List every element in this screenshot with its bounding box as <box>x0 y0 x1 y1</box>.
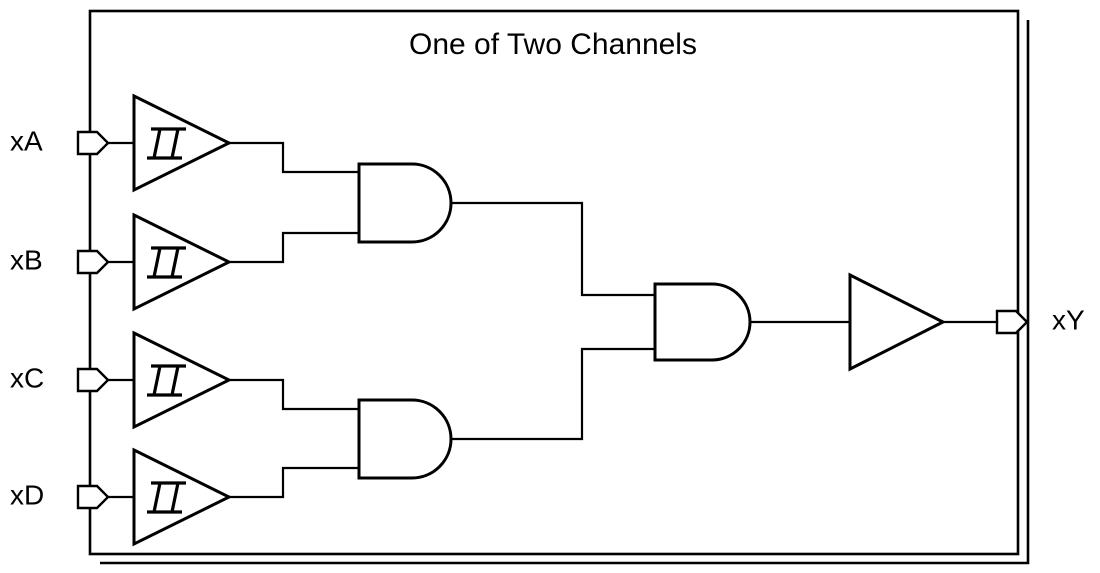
wire-bufd-to-andcd <box>227 466 361 499</box>
input-pin-xc[interactable] <box>76 367 110 393</box>
output-buffer[interactable] <box>848 272 947 372</box>
pin-pentagon-icon <box>76 484 110 510</box>
hysteresis-icon <box>147 246 186 279</box>
wire-bufa-to-andab <box>227 141 361 174</box>
package-outline-group <box>88 9 1030 565</box>
output-pin-xy[interactable] <box>995 309 1029 335</box>
wire-bufc-to-andcd <box>227 378 361 411</box>
and-gate-icon <box>357 162 453 244</box>
buffer-triangle-icon <box>132 447 233 547</box>
input-label-xb: xB <box>10 244 43 275</box>
pin-pentagon-icon <box>995 309 1029 335</box>
package-outline-rect <box>88 9 1020 556</box>
pin-pentagon-icon <box>76 130 110 156</box>
wire-bufb-to-andab <box>227 231 361 264</box>
hysteresis-icon <box>147 481 186 514</box>
and-gate-icon <box>357 398 453 480</box>
hysteresis-icon <box>147 364 186 397</box>
input-label-xa: xA <box>10 125 43 156</box>
input-pin-xd[interactable] <box>76 484 110 510</box>
pin-pentagon-icon <box>76 367 110 393</box>
and-gate-cd[interactable] <box>357 398 453 480</box>
schmitt-buffer-a[interactable] <box>132 93 233 193</box>
schmitt-buffer-c[interactable] <box>132 330 233 430</box>
and-gate-icon <box>653 282 752 362</box>
input-label-xd: xD <box>10 479 44 510</box>
input-pin-xa[interactable] <box>76 130 110 156</box>
and-gate-ab[interactable] <box>357 162 453 244</box>
and-gate-final[interactable] <box>653 282 752 362</box>
schmitt-buffer-b[interactable] <box>132 212 233 312</box>
pin-pentagon-icon <box>76 249 110 275</box>
diagram-title: One of Two Channels <box>409 28 697 61</box>
buffer-triangle-icon <box>132 212 233 312</box>
wire-andcd-to-andfinal <box>449 347 657 441</box>
schmitt-buffer-d[interactable] <box>132 447 233 547</box>
package-shadow-edge <box>100 20 1030 565</box>
input-pin-xb[interactable] <box>76 249 110 275</box>
buffer-triangle-icon <box>132 93 233 193</box>
buffer-triangle-icon <box>132 330 233 430</box>
wire-andab-to-andfinal <box>449 201 657 297</box>
hysteresis-icon <box>147 127 186 160</box>
output-label-xy: xY <box>1052 304 1085 335</box>
buffer-triangle-icon <box>848 272 947 372</box>
input-label-xc: xC <box>10 362 44 393</box>
